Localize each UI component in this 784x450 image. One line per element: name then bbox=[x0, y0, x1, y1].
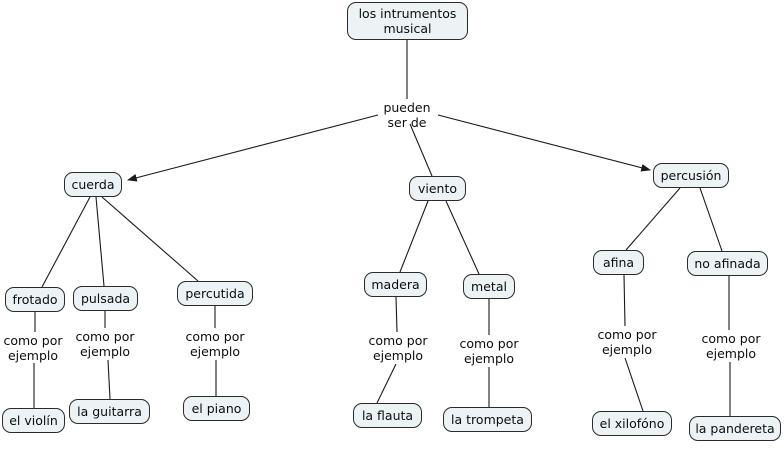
edge-viento-to-madera bbox=[399, 200, 429, 273]
edge-rel-pulsada-to-guitarra bbox=[107, 359, 111, 400]
concept-node-cuerda[interactable]: cuerda bbox=[64, 172, 122, 197]
concept-node-pulsada[interactable]: pulsada bbox=[73, 286, 138, 311]
edge-viento-to-metal bbox=[445, 200, 480, 275]
edge-rel-madera-to-flauta bbox=[376, 363, 397, 404]
concept-node-frotado[interactable]: frotado bbox=[5, 287, 65, 312]
concept-node-guitarra[interactable]: la guitarra bbox=[69, 399, 150, 424]
concept-node-no_afinada[interactable]: no afinada bbox=[687, 251, 768, 276]
concept-node-madera[interactable]: madera bbox=[364, 272, 427, 297]
edge-cuerda-to-pulsada bbox=[95, 196, 105, 287]
edge-rel-afina-to-xilofono bbox=[624, 357, 644, 412]
edge-cuerda-to-percutida bbox=[101, 196, 199, 282]
concept-node-trompeta[interactable]: la trompeta bbox=[443, 407, 532, 432]
edge-rel-root-to-cuerda bbox=[126, 114, 379, 182]
concept-node-percusion[interactable]: percusión bbox=[653, 163, 729, 188]
edge-madera-to-rel-madera bbox=[395, 296, 398, 333]
concept-node-pandereta[interactable]: la pandereta bbox=[689, 416, 781, 441]
concept-node-violin[interactable]: el violín bbox=[2, 408, 65, 433]
concept-node-flauta[interactable]: la flauta bbox=[353, 403, 422, 428]
edge-cuerda-to-frotado bbox=[41, 196, 91, 288]
concept-node-percutida[interactable]: percutida bbox=[177, 281, 253, 306]
edge-rel-root-to-viento bbox=[409, 123, 433, 177]
edge-percusion-to-afina bbox=[625, 187, 681, 251]
concept-node-viento[interactable]: viento bbox=[409, 176, 466, 201]
edge-percusion-to-no_afinada bbox=[699, 187, 723, 252]
concept-node-piano[interactable]: el piano bbox=[183, 396, 250, 421]
concept-node-xilofono[interactable]: el xilofóno bbox=[592, 411, 672, 436]
concept-node-afina[interactable]: afina bbox=[593, 250, 644, 275]
concept-node-metal[interactable]: metal bbox=[463, 274, 515, 299]
edge-afina-to-rel-afina bbox=[623, 274, 626, 327]
edge-rel-root-to-percusion bbox=[437, 114, 652, 172]
